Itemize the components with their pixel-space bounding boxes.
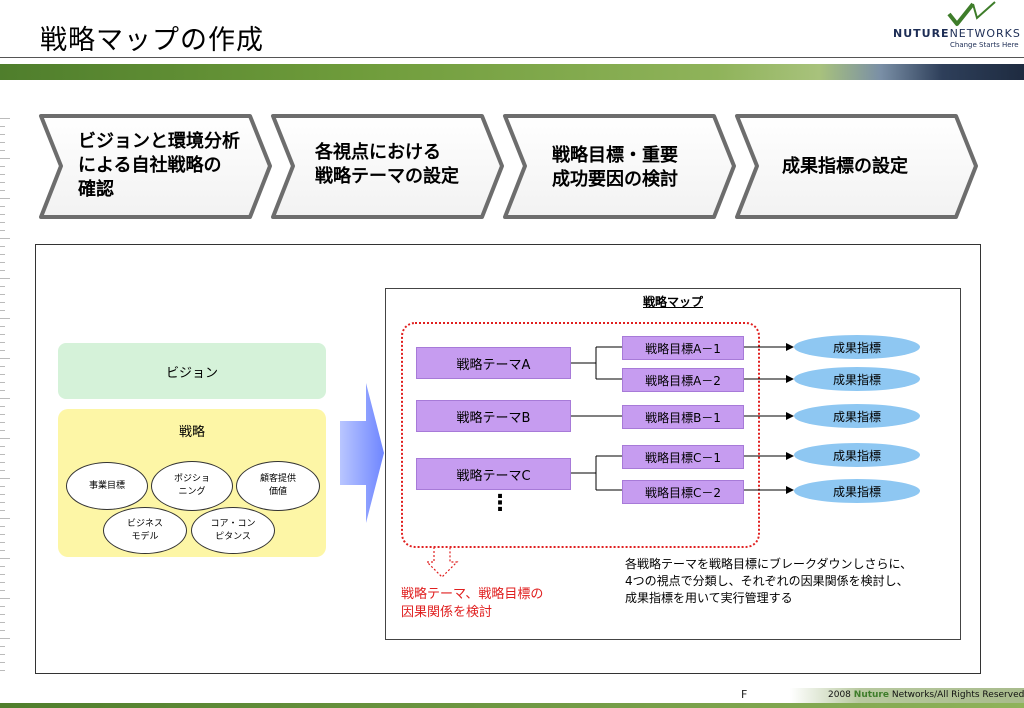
kpi-a1: 成果指標 [794,335,920,359]
copyright-year: 2008 [828,690,851,700]
kpi-a1-label: 成果指標 [832,340,881,355]
step-1-chevron [39,114,272,219]
step-4-chevron [735,114,978,219]
strategy-theme-c: 戦略テーマC [416,458,571,490]
logo-brand-bold: NUTURE [893,27,950,40]
main-frame [35,244,981,674]
flow-arrow-icon [340,383,384,523]
strategy-theme-c-label: 戦略テーマC [456,468,531,484]
strategy-goal-a1-label: 戦略目標A－1 [645,341,721,356]
strategy-theme-a-label: 戦略テーマA [456,357,531,373]
strategy-goal-c1: 戦略目標C－1 [622,445,744,469]
footer-fragment: F [741,688,748,701]
strategy-goal-b1-label: 戦略目標B－1 [645,410,721,425]
step-1-line-2: による自社戦略の [78,155,222,176]
causal-group-outline [401,322,760,548]
footer-bar [0,703,1024,708]
step-1-line-3: 確認 [78,179,114,200]
left-ruler [0,118,10,671]
kpi-c1-label: 成果指標 [832,448,881,463]
strategy-theme-b: 戦略テーマB [416,400,571,432]
strategy-goal-c2-label: 戦略目標C－2 [644,485,721,500]
strategy-theme-a: 戦略テーマA [416,347,571,379]
breakdown-note: 各戦略テーマを戦略目標にブレークダウンしさらに、 4つの視点で分類し、それぞれの… [625,556,912,607]
step-2-line-2: 戦略テーマの設定 [315,166,459,187]
step-1-label: ビジョンと環境分析 による自社戦略の 確認 [78,130,240,202]
element-business-goal: 事業目標 [66,462,148,510]
strategy-goal-a2-label: 戦略目標A－2 [645,373,721,388]
kpi-a2: 成果指標 [794,367,920,391]
step-3-chevron [503,114,736,219]
causal-note: 戦略テーマ、戦略目標の 因果関係を検討 [401,586,543,622]
strategy-goal-c2: 戦略目標C－2 [622,480,744,504]
strategy-label: 戦略 [178,425,205,440]
logo: NUTURENETWORKS [893,27,1021,40]
element-customer-value: 顧客提供 価値 [236,461,320,511]
logo-brand-light: NETWORKS [949,27,1021,40]
step-1-line-1: ビジョンと環境分析 [78,131,240,152]
element-positioning: ポジショ ニング [151,461,233,511]
process-steps [39,114,978,219]
breakdown-note-line-2: 4つの視点で分類し、それぞれの因果関係を検討し、 [625,574,909,588]
breakdown-note-line-3: 成果指標を用いて実行管理する [625,591,793,605]
strategy-goal-a1: 戦略目標A－1 [622,336,744,360]
page-title: 戦略マップの作成 [40,25,264,56]
step-3-line-1: 戦略目標・重要 [552,145,678,166]
vision-label: ビジョン [165,365,218,381]
vision-box: ビジョン [58,343,326,399]
breakdown-note-line-1: 各戦略テーマを戦略目標にブレークダウンしさらに、 [625,557,913,571]
copyright-brand: Nuture [853,690,889,700]
element-business-model: ビジネス モデル [103,507,187,554]
strategy-map-box [385,288,961,640]
kpi-a2-label: 成果指標 [832,372,881,387]
header-divider [0,57,1024,58]
kpi-b1: 成果指標 [794,404,920,428]
causal-note-line-1: 戦略テーマ、戦略目標の [401,587,544,602]
strategy-goal-c1-label: 戦略目標C－1 [644,450,721,465]
strategy-goal-a2: 戦略目標A－2 [622,368,744,392]
step-4-line-1: 成果指標の設定 [782,156,908,177]
strategy-goal-b1: 戦略目標B－1 [622,405,744,429]
kpi-c1: 成果指標 [794,443,920,467]
step-2-line-1: 各視点における [315,142,441,163]
logo-tagline: Change Starts Here [950,41,1019,49]
strategy-map-title: 戦略マップ [643,295,704,309]
strategy-theme-b-label: 戦略テーマB [456,410,531,426]
step-4-label: 成果指標の設定 [782,155,908,179]
kpi-c2: 成果指標 [794,479,920,503]
header-band [0,64,1024,80]
element-core-competence: コア・コン ピタンス [191,507,275,554]
logo-check-icon [947,1,996,26]
footer-band [790,688,1024,704]
kpi-c2-label: 成果指標 [832,484,881,499]
kpi-b1-label: 成果指標 [832,409,881,424]
more-themes-ellipsis: ⋮ [489,491,511,516]
copyright-rest: Networks/All Rights Reserved [891,690,1024,700]
copyright: 2008 Nuture Networks/All Rights Reserved [828,690,1024,700]
step-2-chevron [271,114,504,219]
step-3-label: 戦略目標・重要 成功要因の検討 [552,144,678,192]
step-2-label: 各視点における 戦略テーマの設定 [315,141,459,189]
step-3-line-2: 成功要因の検討 [552,169,678,190]
causal-note-line-2: 因果関係を検討 [401,605,493,620]
